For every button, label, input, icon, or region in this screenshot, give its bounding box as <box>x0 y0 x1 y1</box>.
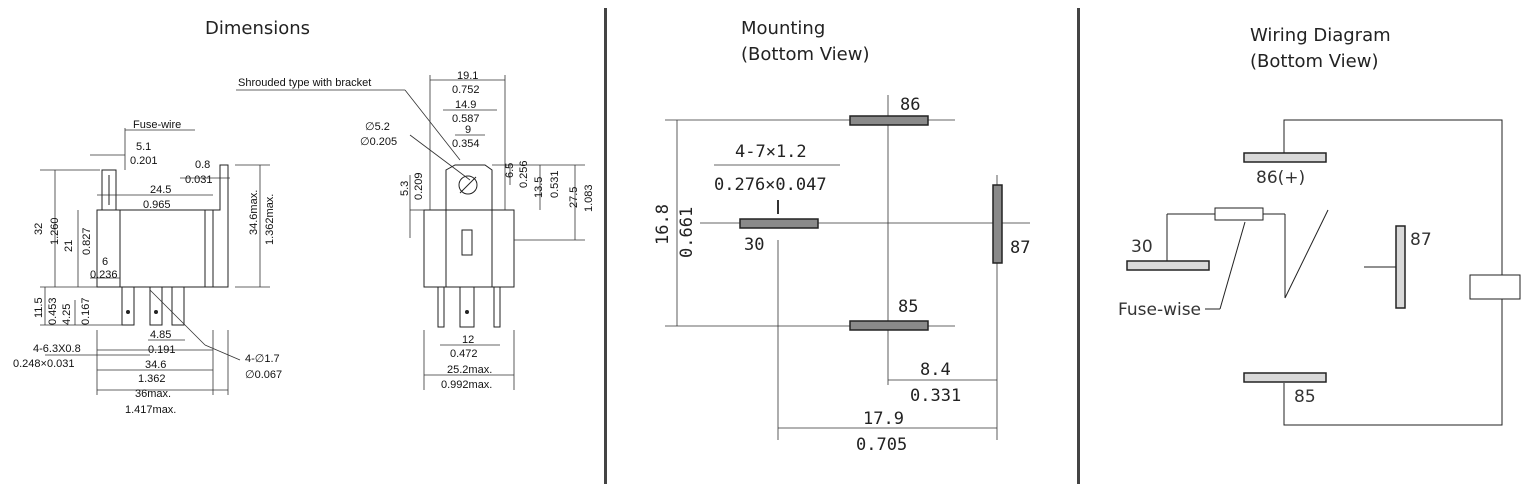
mount-dim-0-705: 0.705 <box>856 435 907 455</box>
fuse-wire <box>1214 207 1264 221</box>
dim-0-031: 0.031 <box>185 174 213 186</box>
dim-5-1: 5.1 <box>136 141 151 153</box>
mount-label-85: 85 <box>898 297 918 317</box>
relay-coil <box>1469 274 1521 300</box>
mount-dim-0-331: 0.331 <box>910 386 961 406</box>
dim-0-752: 0.752 <box>452 84 480 96</box>
dim-11-5: 11.5 <box>33 297 45 318</box>
wiring-label-87: 87 <box>1410 230 1432 250</box>
wiring-title: Wiring Diagram <box>1250 25 1391 46</box>
dim-0-209: 0.209 <box>413 172 425 200</box>
dim-9: 9 <box>465 124 471 136</box>
dim-phi0-205: ∅0.205 <box>360 136 397 148</box>
dim-34-6max: 34.6max. <box>248 190 260 235</box>
dim-13-5: 13.5 <box>533 177 545 198</box>
label-shrouded: Shrouded type with bracket <box>238 77 371 89</box>
dim-14-9: 14.9 <box>455 99 476 111</box>
divider-left <box>604 8 607 484</box>
terminal <box>149 286 163 326</box>
dim-0-827: 0.827 <box>81 227 93 255</box>
dim-0-201: 0.201 <box>130 155 158 167</box>
mount-dim-0-661: 0.661 <box>677 207 697 258</box>
dim-32: 32 <box>33 223 45 235</box>
dim-36max: 36max. <box>135 388 171 400</box>
mount-dim-16-8: 16.8 <box>653 204 673 245</box>
dim-0-248: 0.248×0.031 <box>13 358 74 370</box>
dim-1-417max: 1.417max. <box>125 404 176 416</box>
wiring-label-30: 30 <box>1131 237 1153 257</box>
divider-right <box>1077 8 1080 484</box>
dim-1-362: 1.362 <box>138 373 166 385</box>
terminal <box>121 286 135 326</box>
dimensions-drawing: Fuse-wire 5.1 0.201 0.8 0.031 24.5 0.965… <box>13 70 595 416</box>
relay-body-side <box>96 209 214 288</box>
wiring-pin-86 <box>1243 152 1327 163</box>
dim-4-25: 4.25 <box>61 304 73 325</box>
dim-4-phi1-7: 4-∅1.7 <box>245 353 280 365</box>
dim-0-191: 0.191 <box>148 344 176 356</box>
dimensions-title: Dimensions <box>205 18 311 39</box>
label-fuse-wire: Fuse-wire <box>133 119 181 131</box>
dim-0-992max: 0.992max. <box>441 379 492 391</box>
side-view <box>40 128 270 395</box>
mount-pin-87 <box>992 184 1003 264</box>
mount-pin-86 <box>849 115 929 126</box>
dim-0-8: 0.8 <box>195 159 210 171</box>
dim-34-6: 34.6 <box>145 359 166 371</box>
mount-dim-4-7: 4-7×1.2 <box>735 142 807 162</box>
wiring-subtitle: (Bottom View) <box>1250 51 1379 72</box>
dim-6: 6 <box>102 256 108 268</box>
dim-1-260: 1.260 <box>49 217 61 245</box>
dim-phi0-067: ∅0.067 <box>245 369 282 381</box>
mount-dim-0-276: 0.276×0.047 <box>714 175 827 195</box>
dim-1-362max-v: 1.362max. <box>264 194 276 245</box>
dim-0-453: 0.453 <box>47 297 59 325</box>
dim-5-3: 5.3 <box>399 181 411 196</box>
dim-0-965: 0.965 <box>143 199 171 211</box>
terminal <box>171 286 185 326</box>
dim-phi5-2: ∅5.2 <box>365 121 390 133</box>
dim-4x6-3: 4-6.3X0.8 <box>33 343 81 355</box>
wiring-label-86: 86(+) <box>1256 168 1305 188</box>
dim-25-2max: 25.2max. <box>447 364 492 376</box>
mount-pin-30 <box>739 218 819 229</box>
mount-pin-85 <box>849 320 929 331</box>
mount-label-87: 87 <box>1010 238 1030 258</box>
mount-label-30: 30 <box>744 235 764 255</box>
dim-0-587: 0.587 <box>452 113 480 125</box>
dim-0-167: 0.167 <box>80 297 92 325</box>
wiring-label-fuse: Fuse-wise <box>1118 300 1201 320</box>
dim-0-531: 0.531 <box>549 170 561 198</box>
dim-21: 21 <box>63 240 75 252</box>
dim-0-236: 0.236 <box>90 269 118 281</box>
wiring-label-85: 85 <box>1294 387 1316 407</box>
dim-4-85: 4.85 <box>150 329 171 341</box>
mount-label-86: 86 <box>900 95 920 115</box>
dim-27-5: 27.5 <box>568 187 580 208</box>
wiring-pin-87 <box>1395 225 1406 309</box>
dim-1-083: 1.083 <box>583 184 595 212</box>
dim-6-5: 6.5 <box>504 163 516 178</box>
mount-dim-17-9: 17.9 <box>863 409 904 429</box>
dim-0-354: 0.354 <box>452 138 480 150</box>
mounting-subtitle: (Bottom View) <box>741 44 870 65</box>
dim-19-1: 19.1 <box>457 70 478 82</box>
dim-0-256: 0.256 <box>518 160 530 188</box>
mounting-title: Mounting <box>741 18 826 39</box>
dim-0-472: 0.472 <box>450 348 478 360</box>
mount-dim-8-4: 8.4 <box>920 360 951 380</box>
dim-24-5: 24.5 <box>150 184 171 196</box>
wiring-pin-85 <box>1243 372 1327 383</box>
dim-12: 12 <box>462 334 474 346</box>
wiring-pin-30 <box>1126 260 1210 271</box>
front-view <box>409 75 585 390</box>
